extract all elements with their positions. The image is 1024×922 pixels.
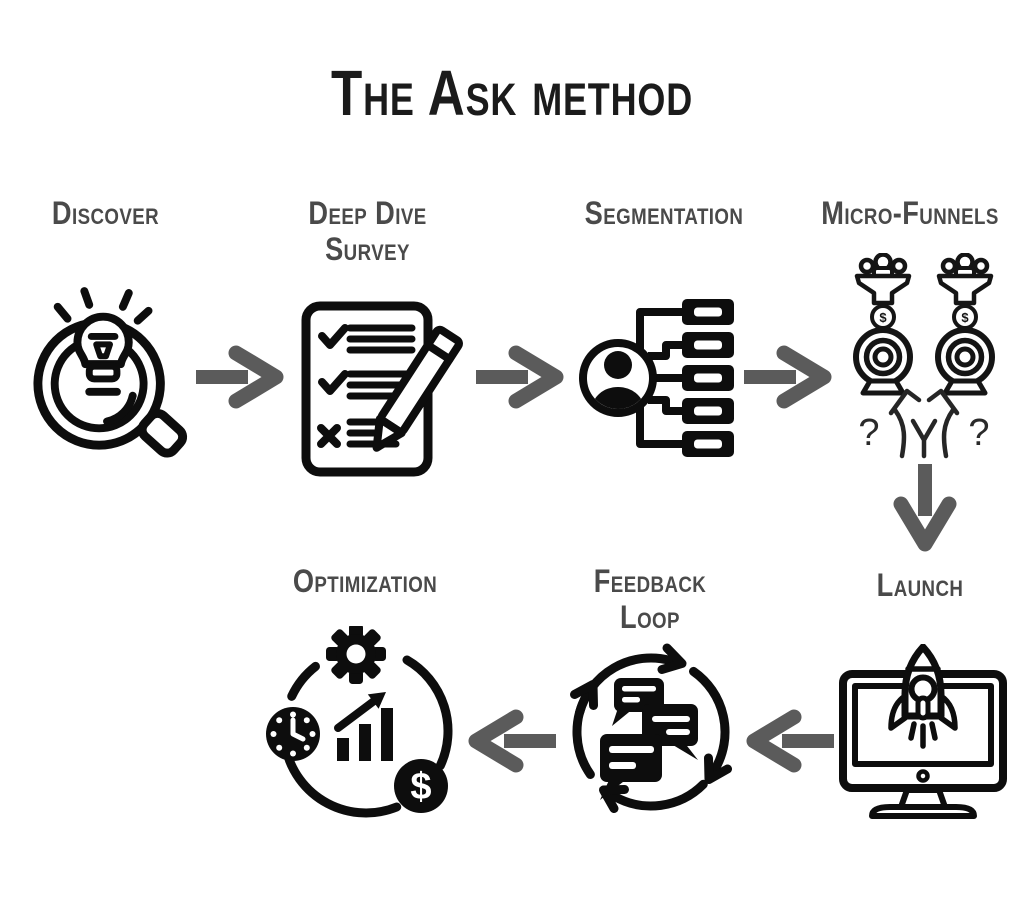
lightbulb-magnifier-icon [30,282,192,468]
light-rays [53,287,153,325]
step-label-optimization: Optimization [292,563,438,599]
chat-bubbles [600,678,698,800]
magnifier-handle [137,409,188,458]
cycle-arrows [570,643,732,813]
target-icon [935,327,995,396]
segment-boxes [682,299,734,457]
target-icon [853,327,913,396]
flow-arrow-left-2 [462,709,556,773]
step-label-feedback-loop: Feedback Loop [593,563,707,635]
flow-arrow-right-3 [744,345,838,409]
question-mark-right: ? [968,412,989,454]
person-avatar [579,339,657,417]
survey-checklist-pencil-icon [300,300,470,478]
rocket [888,644,958,749]
step-label-launch: Launch [876,567,964,603]
user-segments-tree-icon [578,296,736,460]
step-label-deep-dive-survey: Deep Dive Survey [308,195,427,267]
funnels-targets-split-path-icon: $ $ [843,253,1005,465]
step-label-segmentation: Segmentation [584,195,744,231]
step-label-discover: Discover [51,195,160,231]
flow-arrow-left-1 [740,709,834,773]
dollar-glyph: $ [410,766,431,808]
step-label-micro-funnels: Micro-Funnels [821,195,999,231]
flow-arrow-right-2 [476,345,570,409]
lens-highlight-arc [103,391,137,426]
split-path-icon [888,388,960,459]
gear-clock-growth-dollar-icon: $ [266,626,466,826]
rocket-monitor-icon [838,644,1008,821]
dollar-coin-icon: $ [394,759,448,813]
pencil [372,325,463,452]
checklist-row-1 [318,324,416,354]
page-title: The Ask method [330,57,693,129]
flow-arrow-right-1 [196,345,290,409]
question-mark-left: ? [858,412,879,454]
flow-arrow-down [893,464,957,558]
funnel-dollar-glyph: $ [879,310,887,325]
audience-funnel-icon: $ [936,253,994,330]
lightbulb [73,312,133,396]
audience-funnel-icon: $ [854,253,912,330]
growth-chart-icon [334,692,393,761]
funnel-dollar-glyph: $ [961,310,969,325]
chat-bubbles-cycle-icon [556,642,742,826]
cycle-arcs [281,655,453,818]
clock-icon [266,707,320,761]
gear-icon [326,626,386,684]
